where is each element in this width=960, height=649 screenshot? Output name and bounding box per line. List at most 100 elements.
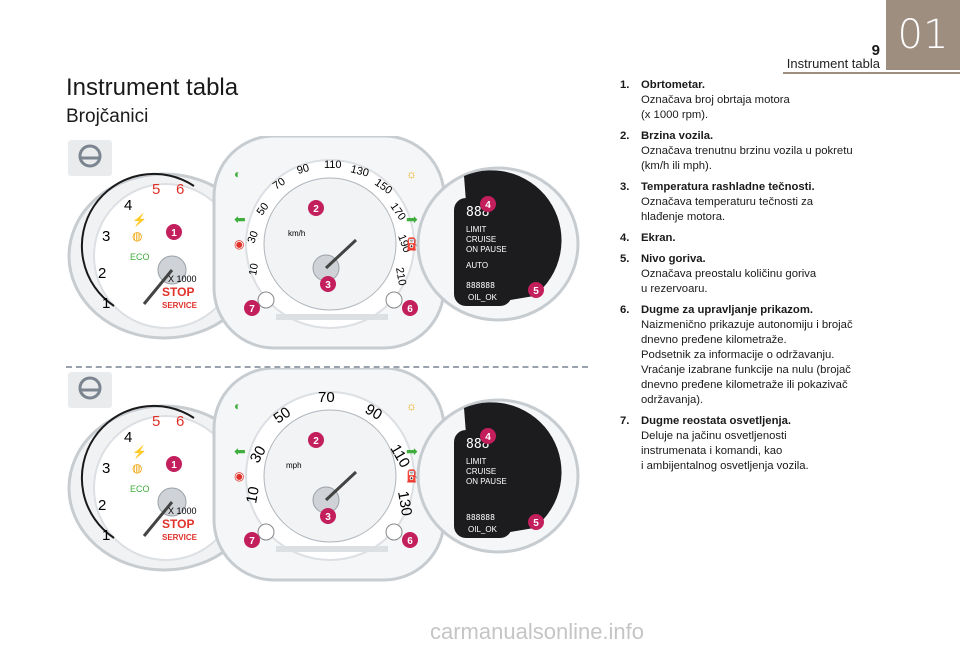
rpm-tick-4: 4 [124, 197, 132, 214]
engine-warning-icon: ◍ [132, 461, 142, 475]
rpm-tick-1: 1 [102, 527, 110, 544]
legend-item: 6. Dugme za upravljanje prikazom. Naizmeni… [620, 303, 880, 408]
steering-wheel-icon [68, 372, 112, 408]
display-control-button[interactable] [385, 523, 403, 541]
callout-6 [402, 300, 418, 316]
battery-warning-icon: ⚡ [132, 445, 147, 459]
display-limit: LIMIT [466, 457, 487, 466]
display-cruise: CRUISE [466, 235, 496, 244]
speed-tick-50: 50 [271, 404, 294, 427]
legend-list: 1.Obrtometar.Označava broj obrtaja motor… [620, 78, 880, 480]
legend-number: 5. [620, 253, 630, 265]
speedometer-dial: 10 30 50 70 90 110 130 mph ◐ ⬅ ➡ ☼ ◉ ⛽ [212, 368, 446, 582]
dimmer-button[interactable] [257, 523, 275, 541]
legend-description: Naizmenično prikazuje autonomiju i broja… [641, 319, 853, 406]
display-oil-ok: OIL_OK [468, 525, 498, 534]
svg-text:6: 6 [407, 304, 413, 315]
left-indicator-icon: ⬅ [234, 211, 246, 227]
multifunction-display: 888 LIMIT CRUISE ON PAUSE 888888 OIL_OK [416, 398, 580, 554]
legend-item: 5. Nivo goriva. Označava preostalu količin… [620, 252, 880, 297]
legend-number: 3. [620, 181, 630, 193]
sidelamp-icon: ◐ [234, 167, 241, 181]
svg-text:1: 1 [171, 228, 177, 239]
legend-title: Dugme za upravljanje prikazom. [641, 304, 814, 316]
callout-1 [166, 456, 182, 472]
svg-text:3: 3 [325, 512, 331, 523]
speed-tick-130: 130 [394, 490, 415, 518]
callout-2 [308, 432, 324, 448]
eco-label: ECO [130, 252, 150, 262]
speed-tick-10: 10 [247, 262, 261, 276]
page-title: Instrument tabla [66, 74, 239, 101]
callout-3 [320, 276, 336, 292]
callout-5 [528, 282, 544, 298]
legend-title: Obrtometar. [641, 79, 706, 91]
legend-title: Nivo goriva. [641, 253, 706, 265]
speed-tick-90: 90 [362, 401, 385, 424]
callout-7 [244, 532, 260, 548]
rpm-unit: X 1000 [168, 274, 197, 284]
legend-number: 4. [620, 232, 630, 244]
svg-text:5: 5 [533, 286, 539, 297]
speed-unit: mph [286, 461, 302, 470]
legend-title: Ekran. [641, 232, 676, 244]
speed-tick-70: 70 [271, 176, 288, 193]
callout-1 [166, 224, 182, 240]
speed-tick-190: 190 [395, 233, 413, 254]
legend-number: 6. [620, 304, 630, 316]
speed-tick-30: 30 [246, 229, 261, 245]
display-control-button[interactable] [385, 291, 403, 309]
speed-tick-210: 210 [393, 266, 408, 286]
legend-title: Temperatura rashladne tečnosti. [641, 181, 815, 193]
speed-tick-10: 10 [243, 485, 263, 504]
callout-3 [320, 508, 336, 524]
footer-watermark: carmanualsonline.info [430, 619, 645, 644]
speed-tick-110: 110 [324, 159, 342, 171]
legend-description: Označava preostalu količinu goriva u rez… [641, 268, 817, 295]
callouts: 1 2 3 4 5 6 7 [166, 428, 544, 548]
rpm-tick-3: 3 [102, 460, 110, 477]
display-on-pause: ON PAUSE [466, 245, 507, 254]
tachometer-dial: 2 3 4 5 6 1 ⚡ ◍ ECO X 1000 STOP SERVICE [67, 172, 261, 340]
svg-text:3: 3 [325, 280, 331, 291]
rpm-tick-6: 6 [176, 413, 184, 430]
legend-description: Označava trenutnu brzinu vozila u pokret… [641, 145, 853, 172]
service-warning-label: SERVICE [162, 533, 198, 542]
callout-4 [480, 428, 496, 444]
multifunction-display: 888 LIMIT CRUISE ON PAUSE AUTO 888888 OI… [416, 166, 580, 322]
dimmer-button[interactable] [257, 291, 275, 309]
chapter-number: 01 [897, 12, 949, 58]
display-cruise: CRUISE [466, 467, 496, 476]
display-limit: LIMIT [466, 225, 487, 234]
legend-item: 4. Ekran. [620, 231, 880, 246]
display-auto: AUTO [466, 261, 488, 270]
speed-tick-50: 50 [255, 201, 272, 218]
section-title: Instrument tabla [786, 56, 880, 71]
stop-warning-label: STOP [162, 517, 194, 531]
eco-label: ECO [130, 484, 150, 494]
svg-text:2: 2 [313, 436, 319, 447]
legend-description: Označava temperaturu tečnosti za hlađenj… [641, 196, 814, 223]
page-subtitle: Brojčanici [66, 106, 149, 127]
callout-2 [308, 200, 324, 216]
fog-lamp-icon: ☼ [406, 167, 417, 181]
right-indicator-icon: ➡ [406, 211, 418, 227]
legend-description: Deluje na jačinu osvetljenosti instrumen… [641, 430, 809, 472]
rpm-tick-1: 1 [102, 295, 110, 312]
legend-title: Dugme reostata osvetljenja. [641, 415, 792, 427]
speed-tick-70: 70 [318, 389, 335, 406]
legend-title: Brzina vozila. [641, 130, 714, 142]
brake-warning-icon: ◉ [234, 237, 244, 251]
left-indicator-icon: ⬅ [234, 443, 246, 459]
callout-7 [244, 300, 260, 316]
legend-number: 2. [620, 130, 630, 142]
svg-text:2: 2 [313, 204, 319, 215]
sidelamp-icon: ◐ [234, 399, 241, 413]
rpm-tick-4: 4 [124, 429, 132, 446]
display-odometer: 888888 [466, 281, 495, 290]
temperature-bar [276, 546, 388, 552]
legend-item: 3. Temperatura rashladne tečnosti. Označav… [620, 180, 880, 225]
svg-text:6: 6 [407, 536, 413, 547]
rpm-unit: X 1000 [168, 506, 197, 516]
page-number: 9 [871, 42, 880, 59]
